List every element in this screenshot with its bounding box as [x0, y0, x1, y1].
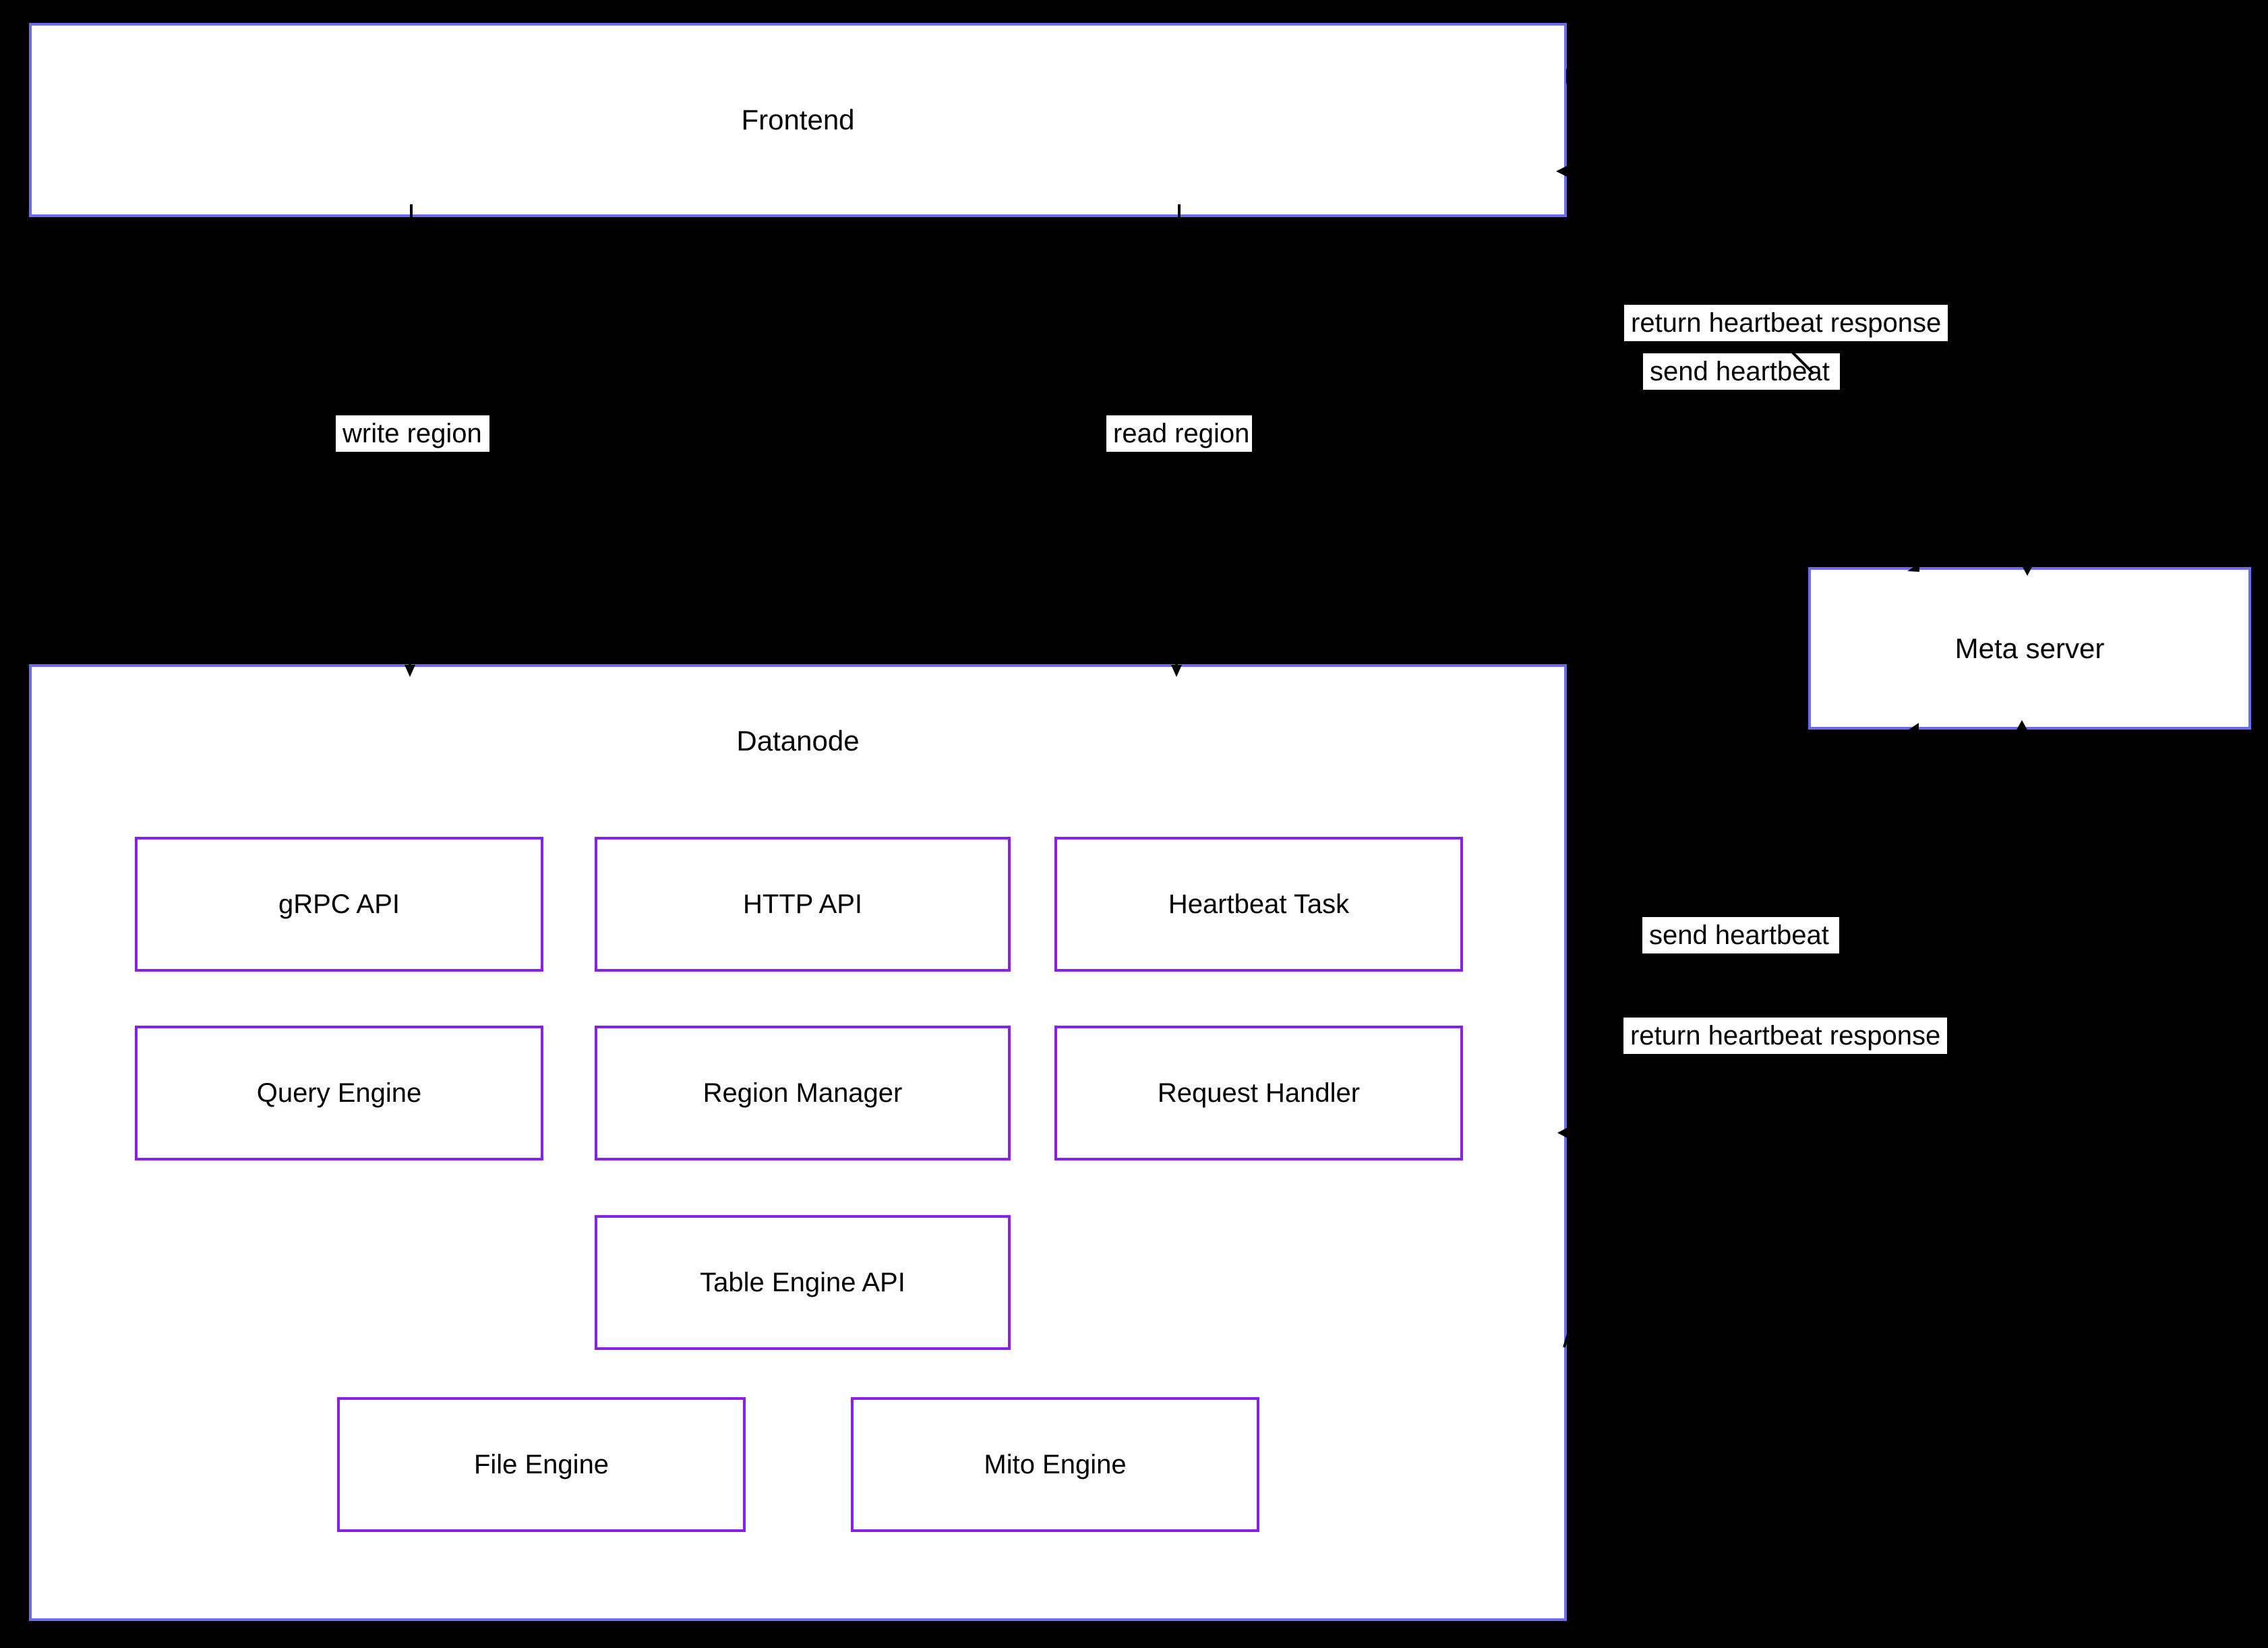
edge-label-frontend-meta-return: return heartbeat response: [1624, 305, 1948, 341]
edge-label-write-region: write region: [336, 415, 489, 452]
component-box-heartbeat-task: Heartbeat Task: [1054, 837, 1463, 972]
component-box-region-manager: Region Manager: [595, 1026, 1011, 1160]
region-manager-label: Region Manager: [703, 1078, 903, 1108]
heartbeat-task-label: Heartbeat Task: [1168, 889, 1350, 919]
component-box-table-engine-api: Table Engine API: [595, 1215, 1011, 1350]
frontend-node: Frontend: [29, 23, 1567, 217]
edge-label-datanode-meta-send: send heartbeat: [1642, 917, 1839, 953]
http-api-label: HTTP API: [742, 889, 863, 919]
mito-engine-label: Mito Engine: [984, 1449, 1127, 1479]
edge-label-read-region: read region: [1106, 415, 1252, 452]
component-box-mito-engine: Mito Engine: [851, 1397, 1259, 1532]
grpc-api-label: gRPC API: [278, 889, 400, 919]
meta-server-label: Meta server: [1954, 632, 2105, 664]
table-engine-api-label: Table Engine API: [700, 1267, 905, 1297]
frontend-label: Frontend: [741, 104, 855, 136]
meta-server-node: Meta server: [1808, 567, 2251, 730]
query-engine-label: Query Engine: [256, 1078, 422, 1108]
component-box-http-api: HTTP API: [595, 837, 1011, 972]
component-box-grpc-api: gRPC API: [135, 837, 543, 972]
request-handler-label: Request Handler: [1157, 1078, 1361, 1108]
file-engine-label: File Engine: [473, 1449, 609, 1479]
component-box-query-engine: Query Engine: [135, 1026, 543, 1160]
component-box-file-engine: File Engine: [337, 1397, 746, 1532]
component-box-request-handler: Request Handler: [1054, 1026, 1463, 1160]
edge-label-frontend-meta-send: send heartbeat: [1643, 353, 1840, 390]
edge-label-datanode-meta-return: return heartbeat response: [1623, 1018, 1948, 1054]
datanode-container: Datanode gRPC API HTTP API Heartbeat Tas…: [29, 664, 1567, 1621]
datanode-label: Datanode: [736, 725, 860, 757]
